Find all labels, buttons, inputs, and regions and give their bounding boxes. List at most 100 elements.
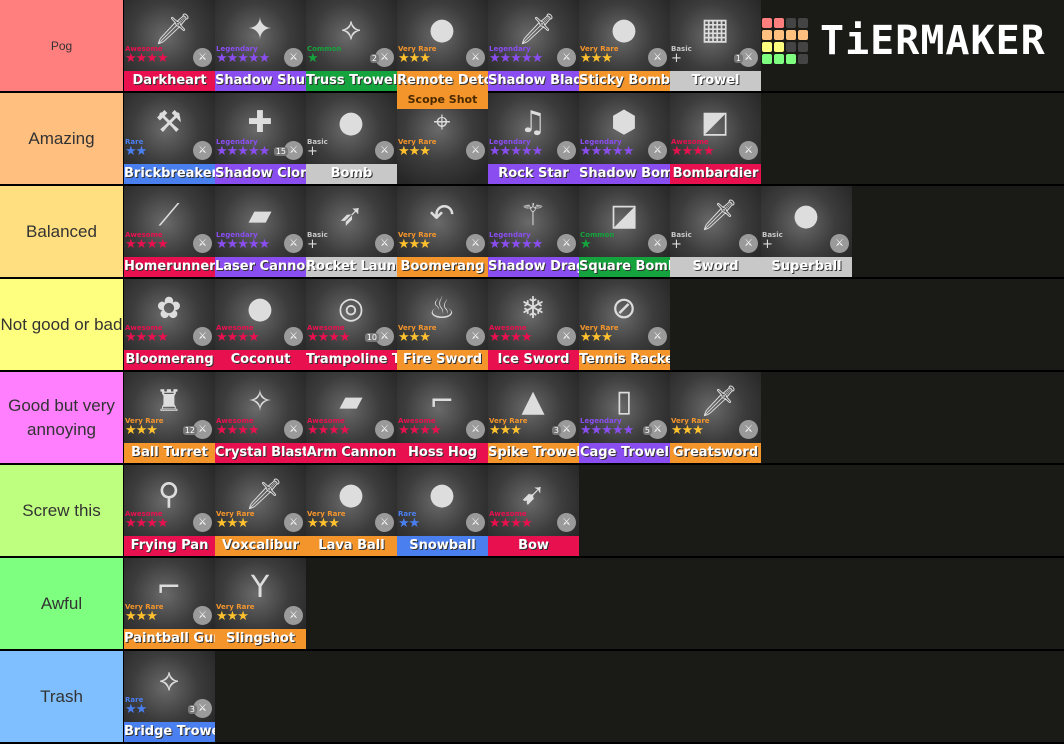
item-card[interactable]: ◪Common★⚔Square Bomb [579,186,670,277]
rarity-stars-icon: + [762,237,773,252]
rarity-stars-icon: ★★★★★ [489,144,543,159]
item-card[interactable]: ◩Awesome★★★★⚔Bombardier [670,93,761,184]
item-name: Brickbreaker [124,164,215,184]
item-card[interactable]: ⊘Very Rare★★★⚔Tennis Racket [579,279,670,370]
rarity-stars-icon: ★★ [125,702,147,717]
quantity-badge: 12 [182,426,197,435]
tier-label[interactable]: Screw this [0,465,124,556]
item-card[interactable]: ✦Legendary★★★★★⚔Shadow Shuriken [215,0,306,91]
item-card[interactable]: ⚚Legendary★★★★★⚔Shadow Dragon [488,186,579,277]
rarity-label: Very Rare [125,417,164,425]
rarity-stars-icon: ★ [580,237,592,252]
rarity-stars-icon: ★★★ [216,516,249,531]
rocket-icon: ➶ [338,198,364,233]
rarity-label: Legendary [216,231,258,239]
item-card[interactable]: ⟋Awesome★★★★⚔Homerunner [124,186,215,277]
item-card[interactable]: ↶Very Rare★★★⚔Boomerang [397,186,488,277]
logo-grid-cell [762,18,772,28]
rarity-label: Very Rare [398,138,437,146]
tier-label[interactable]: Trash [0,651,124,742]
item-name: Ice Sword [488,350,579,370]
item-name: Shadow Clone [215,164,306,184]
tool-type-icon: ⚔ [557,327,576,346]
item-name: Rock Star [488,164,579,184]
rarity-stars-icon: ★★★ [671,423,704,438]
item-card[interactable]: ⚲Awesome★★★★⚔Frying Pan [124,465,215,556]
quantity-badge: 10 [364,333,379,342]
logo-grid-cell [798,42,808,52]
item-name: Bloomerang [124,350,215,370]
item-card[interactable]: 🗡Very Rare★★★⚔Voxcalibur [215,465,306,556]
blaster-icon: ✧ [247,384,273,419]
rarity-stars-icon: ★★★ [580,330,613,345]
item-card[interactable]: 🗡Very Rare★★★⚔Greatsword [670,372,761,463]
rarity-stars-icon: ★★★★★ [216,237,270,252]
rarity-label: Basic [671,45,692,53]
tool-type-icon: ⚔ [284,606,303,625]
tier-label[interactable]: Awful [0,558,124,649]
item-card[interactable]: ♫Legendary★★★★★⚔Rock Star [488,93,579,184]
item-card[interactable]: ⌐Awesome★★★★⚔Hoss Hog [397,372,488,463]
tier-label[interactable]: Balanced [0,186,124,277]
rarity-label: Legendary [489,231,531,239]
tool-type-icon: ⚔ [375,141,394,160]
item-card[interactable]: ⌐Very Rare★★★⚔Paintball Gun [124,558,215,649]
item-card[interactable]: ❄Awesome★★★★⚔Ice Sword [488,279,579,370]
item-card[interactable]: ✿Awesome★★★★⚔Bloomerang [124,279,215,370]
item-name: Slingshot [215,629,306,649]
tier-label[interactable]: Good but very annoying [0,372,124,463]
item-card[interactable]: ➶Basic+⚔Rocket Launcher [306,186,397,277]
item-card[interactable]: ●Basic+⚔Superball [761,186,852,277]
item-card[interactable]: ⬢Legendary★★★★★⚔Shadow Bomb [579,93,670,184]
item-card[interactable]: ●Very Rare★★★⚔Remote DetonatorScope Shot [397,0,488,109]
trowel-icon: ⟡ [341,12,361,47]
item-card[interactable]: ✧Awesome★★★★⚔Crystal Blaster [215,372,306,463]
ball-icon: ● [792,198,820,233]
rarity-label: Basic [307,231,328,239]
item-card[interactable]: ●Very Rare★★★⚔Lava Ball [306,465,397,556]
item-card[interactable]: 🗡Legendary★★★★★⚔Shadow Blade [488,0,579,91]
item-card[interactable]: 🗡Basic+⚔Sword [670,186,761,277]
item-card[interactable]: ▰Legendary★★★★★⚔Laser Cannon [215,186,306,277]
tool-type-icon: ⚔ [739,420,758,439]
lava-ball-icon: ● [337,477,365,512]
item-card[interactable]: ●Very Rare★★★⚔Sticky Bomb [579,0,670,91]
tool-type-icon: ⚔ [284,513,303,532]
rarity-label: Basic [762,231,783,239]
rarity-label: Rare [398,510,417,518]
item-card[interactable]: 🗡Awesome★★★★⚔Darkheart [124,0,215,91]
tier-label[interactable]: Pog [0,0,124,91]
rarity-label: Basic [307,138,328,146]
tier-label[interactable]: Not good or bad [0,279,124,370]
item-card[interactable]: ●Awesome★★★★⚔Coconut [215,279,306,370]
rarity-stars-icon: ★★★★★ [216,51,270,66]
wall-icon: ▦ [700,12,730,47]
logo-grid-cell [774,42,784,52]
tool-type-icon: ⚔ [193,48,212,67]
item-card[interactable]: ▰Awesome★★★★⚔Arm Cannon [306,372,397,463]
rarity-label: Rare [125,696,144,704]
item-card[interactable]: ♨Very Rare★★★⚔Fire Sword [397,279,488,370]
item-card[interactable]: ⚒Rare★★⚔Brickbreaker [124,93,215,184]
item-card[interactable]: ➹Awesome★★★★⚔Bow [488,465,579,556]
tier-items: ⚲Awesome★★★★⚔Frying Pan🗡Very Rare★★★⚔Vox… [124,465,579,556]
item-card[interactable]: ●Basic+⚔Bomb [306,93,397,184]
item-name: Fire Sword [397,350,488,370]
rarity-stars-icon: ★ [307,51,319,66]
tier-label[interactable]: Amazing [0,93,124,184]
tool-type-icon: ⚔ [193,606,212,625]
rarity-label: Awesome [125,324,163,332]
quantity-badge: 5 [642,426,652,435]
item-card[interactable]: ●Rare★★⚔Snowball [397,465,488,556]
tool-type-icon: ⚔ [193,513,212,532]
